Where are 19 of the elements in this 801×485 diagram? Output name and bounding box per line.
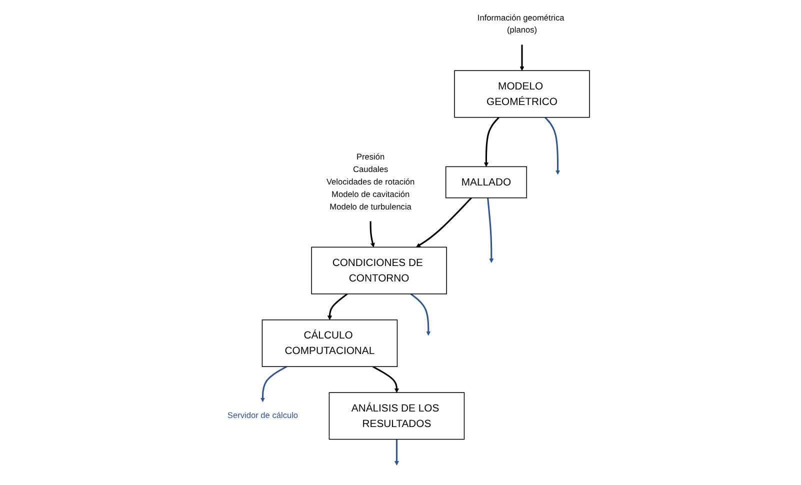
node-text: Servidor de cálculo <box>227 411 298 420</box>
node-text: Información geométrica (planos) <box>477 14 564 35</box>
arrow <box>416 197 472 248</box>
node-text: Presión Caudales Velocidades de rotación Modelo de cavitación Modelo de turbulencia <box>326 152 414 212</box>
node-box: ANÁLISIS DE LOS RESULTADOS <box>328 392 464 440</box>
node-box: CONDICIONES DE CONTORNO <box>311 246 447 294</box>
arrow <box>486 198 494 263</box>
arrow <box>372 366 399 393</box>
arrow <box>544 116 560 175</box>
node-box: MALLADO <box>445 166 527 198</box>
arrow <box>410 293 430 336</box>
arrow <box>327 293 348 320</box>
node-box: CÁLCULO COMPUTACIONAL <box>262 319 398 367</box>
node-box: MODELO GEOMÉTRICO <box>454 70 590 118</box>
arrow <box>520 44 524 71</box>
arrow <box>370 221 375 248</box>
arrow <box>394 439 399 466</box>
arrow <box>484 116 500 167</box>
arrow <box>260 366 287 402</box>
